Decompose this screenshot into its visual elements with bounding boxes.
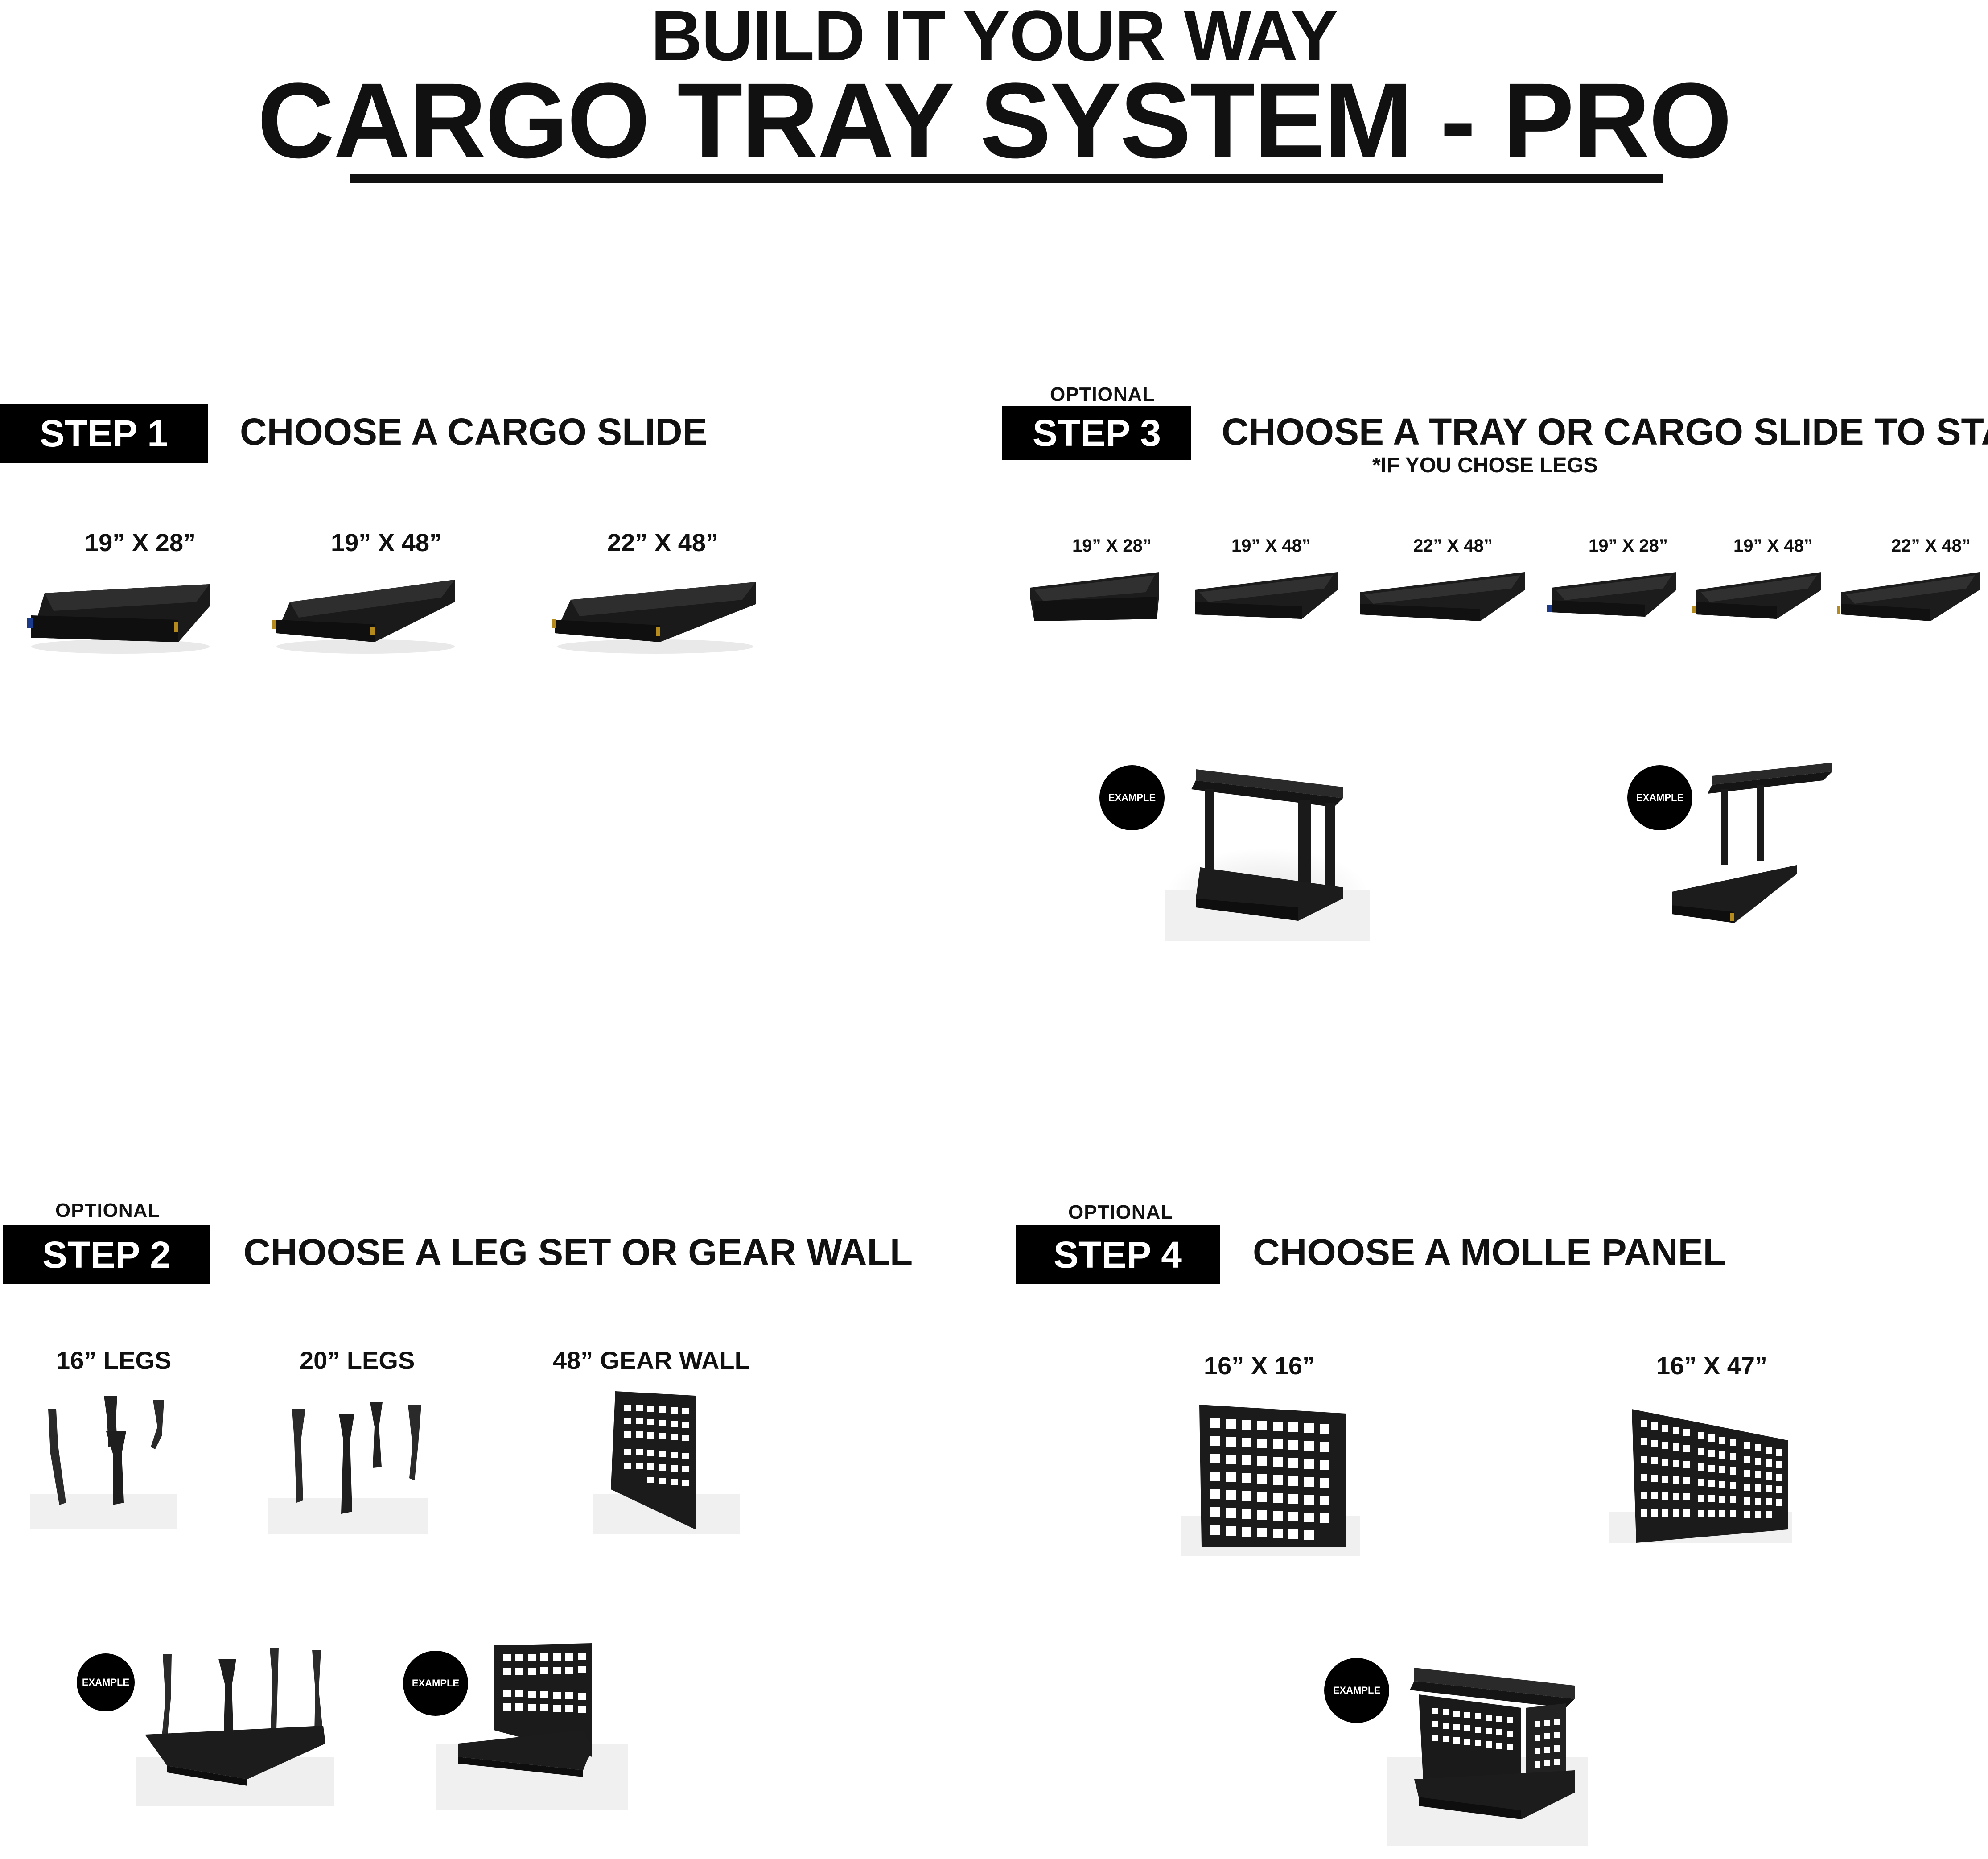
step-3-optional-label: OPTIONAL [1050, 383, 1155, 405]
stacked-tray-example-image [1165, 769, 1370, 941]
page-title: CARGO TRAY SYSTEM - PRO [257, 61, 1732, 180]
step-1-title: CHOOSE A CARGO SLIDE [240, 411, 708, 453]
example-badge: EXAMPLE [1324, 1658, 1389, 1723]
cargo-slide-icon[interactable] [1837, 570, 1984, 626]
step-2-option-label: 48” GEAR WALL [553, 1346, 750, 1374]
molle-example-image [1387, 1668, 1588, 1846]
tray-icon[interactable] [1355, 570, 1529, 626]
step-1-badge: STEP 1 [0, 404, 208, 463]
molle-panel-icon[interactable] [1181, 1396, 1360, 1556]
tray-icon[interactable] [1190, 570, 1342, 626]
step-1-option-label: 19” X 28” [85, 528, 196, 556]
legs-example-image [136, 1648, 334, 1806]
step-3-option-label: 19” X 48” [1231, 536, 1311, 556]
step-2-option-label: 20” LEGS [300, 1346, 415, 1374]
molle-panel-icon[interactable] [1609, 1400, 1792, 1543]
step-3-note: *IF YOU CHOSE LEGS [1372, 453, 1598, 477]
step-3-option-label: 22” X 48” [1413, 536, 1493, 556]
step-2-title: CHOOSE A LEG SET OR GEAR WALL [243, 1231, 913, 1273]
cargo-slide-icon[interactable] [551, 575, 760, 655]
cargo-slide-icon[interactable] [1547, 570, 1681, 626]
step-3-option-label: 19” X 28” [1589, 536, 1668, 556]
step-4-optional-label: OPTIONAL [1068, 1201, 1173, 1223]
title-underline [350, 174, 1663, 183]
page-supertitle: BUILD IT YOUR WAY [650, 0, 1338, 75]
legs-icon[interactable] [268, 1391, 428, 1534]
step-3-badge: STEP 3 [1002, 406, 1191, 460]
step-3-option-label: 19” X 28” [1072, 536, 1152, 556]
cargo-slide-icon[interactable] [27, 575, 214, 655]
step-2-optional-label: OPTIONAL [55, 1199, 161, 1221]
gear-wall-example-image [436, 1643, 628, 1810]
step-3-option-label: 22” X 48” [1891, 536, 1971, 556]
step-3-option-label: 19” X 48” [1733, 536, 1813, 556]
gear-wall-icon[interactable] [593, 1387, 740, 1534]
step-4-option-label: 16” X 47” [1656, 1352, 1768, 1380]
step-1-option-label: 22” X 48” [607, 528, 719, 556]
legs-icon[interactable] [30, 1391, 177, 1529]
step-3-title: CHOOSE A TRAY OR CARGO SLIDE TO STACK [1222, 411, 1988, 453]
example-badge: EXAMPLE [403, 1651, 468, 1716]
step-4-badge: STEP 4 [1016, 1225, 1220, 1284]
tray-icon[interactable] [1025, 570, 1164, 626]
cargo-slide-icon[interactable] [1692, 570, 1826, 626]
step-2-badge: STEP 2 [3, 1225, 210, 1284]
example-badge: EXAMPLE [1627, 765, 1692, 830]
step-4-title: CHOOSE A MOLLE PANEL [1253, 1231, 1726, 1273]
cargo-slide-icon[interactable] [272, 575, 459, 655]
step-2-option-label: 16” LEGS [56, 1346, 172, 1374]
step-1-option-label: 19” X 48” [331, 528, 442, 556]
example-badge: EXAMPLE [1099, 765, 1165, 830]
step-4-option-label: 16” X 16” [1204, 1352, 1315, 1380]
example-badge: EXAMPLE [77, 1653, 135, 1711]
stacked-slide-example-image [1672, 763, 1832, 923]
